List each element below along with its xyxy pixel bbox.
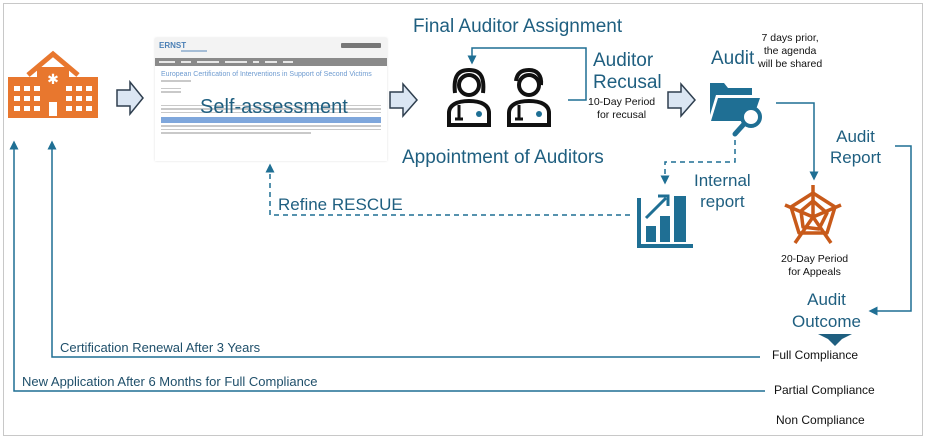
renewal-loop-line (47, 140, 760, 358)
audit-to-appeals-line (776, 102, 819, 181)
audit-to-internal-report-line (660, 140, 736, 185)
block-arrow-1 (116, 79, 144, 117)
block-arrow-3 (667, 82, 696, 118)
ernst-logo: ERNST (159, 41, 187, 50)
report-to-outcome-line (868, 145, 912, 316)
audit-report-label: Audit Report (830, 127, 882, 167)
internal-report-label: Internal report (694, 171, 751, 211)
diagram-frame (3, 3, 923, 436)
block-arrow-2 (389, 82, 418, 118)
outcome-down-arrow (818, 334, 852, 346)
svg-text:✱: ✱ (47, 72, 59, 88)
new-application-loop-line (9, 140, 765, 392)
appeals-period-note: 20-Day Period for Appeals (781, 253, 849, 278)
webpage-section-bar (161, 117, 381, 123)
refine-rescue-label: Refine RESCUE (278, 195, 403, 214)
outcome-partial-compliance: Partial Compliance (774, 383, 875, 397)
radar-chart-icon (784, 185, 842, 244)
audit-label: Audit (711, 48, 755, 69)
bar-chart-icon (637, 194, 693, 248)
self-assessment-webpage: ERNST European Certification of Interven… (155, 38, 387, 161)
audit-outcome-label: Audit Outcome (792, 290, 861, 331)
refine-rescue-line (265, 163, 630, 216)
outcome-full-compliance: Full Compliance (772, 348, 859, 362)
hospital-icon: ✱ (8, 50, 98, 118)
final-assignment-loop-line (467, 47, 587, 101)
self-assessment-label: Self-assessment (200, 96, 348, 118)
appointment-label: Appointment of Auditors (402, 147, 604, 168)
renewal-loop-label: Certification Renewal After 3 Years (60, 340, 261, 355)
recusal-period-note: 10-Day Period for recusal (588, 96, 656, 121)
folder-search-icon (710, 83, 762, 137)
webpage-title: European Certification of Interventions … (161, 71, 372, 78)
audit-agenda-note: 7 days prior, the agenda will be shared (758, 32, 823, 70)
final-assignment-label: Final Auditor Assignment (413, 16, 623, 37)
auditor-recusal-label: Auditor Recusal (593, 50, 662, 93)
auditors-icon (447, 67, 551, 127)
webpage-nav (155, 58, 387, 66)
outcome-non-compliance: Non Compliance (776, 413, 865, 427)
new-application-loop-label: New Application After 6 Months for Full … (22, 374, 318, 389)
